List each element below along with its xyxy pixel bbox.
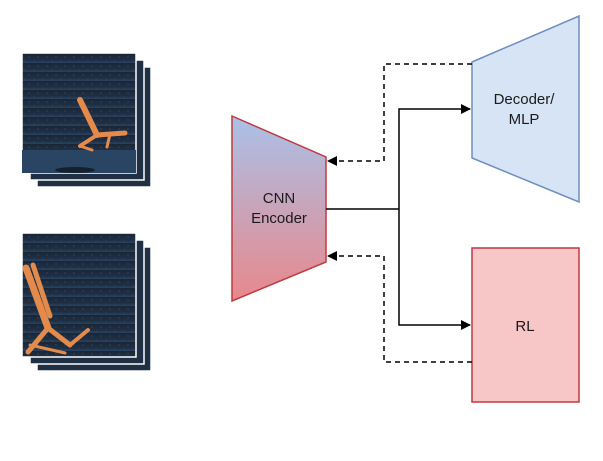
frame-stack-bottom [21, 232, 152, 372]
decoder-mlp-block: Decoder/ MLP [471, 14, 580, 204]
robot-arm-icon [22, 262, 90, 355]
feedback-connectors [327, 63, 472, 363]
forward-connectors [326, 104, 471, 330]
frame-front [21, 52, 137, 174]
frame-front [21, 232, 137, 358]
rl-label: RL [515, 318, 534, 335]
encoder-label-line1: CNN [263, 190, 296, 207]
arrow-to-decoder [398, 104, 471, 209]
decoder-label-line2: MLP [509, 111, 540, 128]
dashed-arrow-from-rl [327, 251, 472, 363]
frame-stack-top [21, 52, 152, 188]
robot-arm-icon [77, 97, 128, 152]
cnn-encoder-block: CNN Encoder [231, 114, 327, 303]
decoder-label-line1: Decoder/ [494, 91, 556, 108]
dashed-arrow-from-decoder [327, 63, 472, 166]
encoder-label-line2: Encoder [251, 210, 307, 227]
arrow-to-rl [398, 209, 471, 330]
rl-block: RL [471, 247, 580, 403]
